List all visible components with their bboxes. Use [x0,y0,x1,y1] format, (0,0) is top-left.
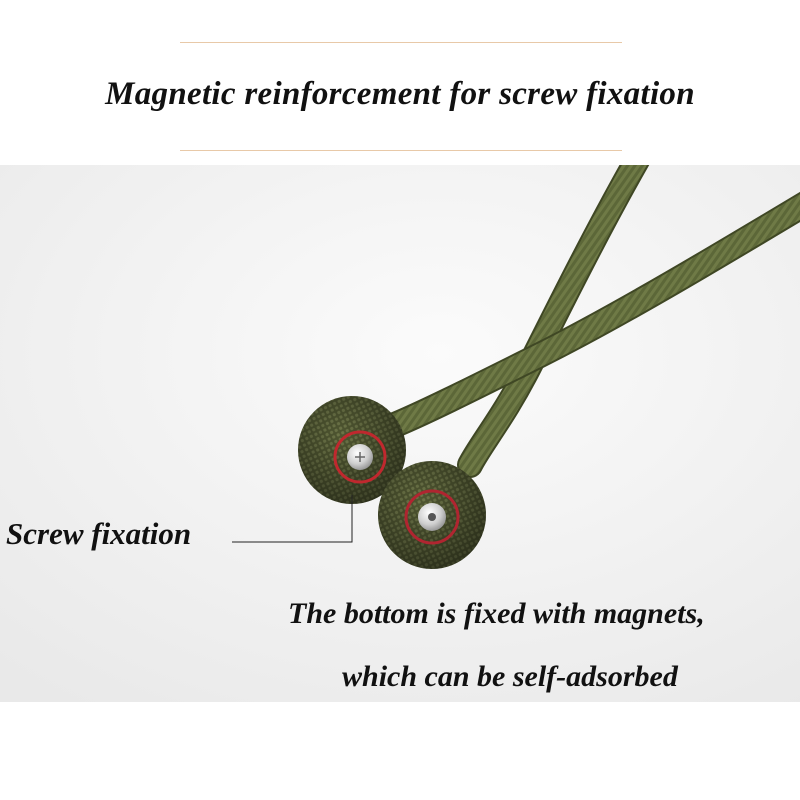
header-bottom-divider [180,150,622,151]
screw-ring [333,430,387,484]
screw-fixation-label: Screw fixation [6,516,192,551]
header-top-divider [180,42,622,43]
cord-ball-right [378,461,486,569]
magnet-caption-line1: The bottom is fixed with magnets, [288,597,705,630]
screw-leader-line [232,495,353,543]
page-title: Magnetic reinforcement for screw fixatio… [105,76,695,112]
magnet-caption-line2: which can be self-adsorbed [342,660,678,693]
cord-ball-left [298,396,406,504]
product-photo [0,165,800,702]
